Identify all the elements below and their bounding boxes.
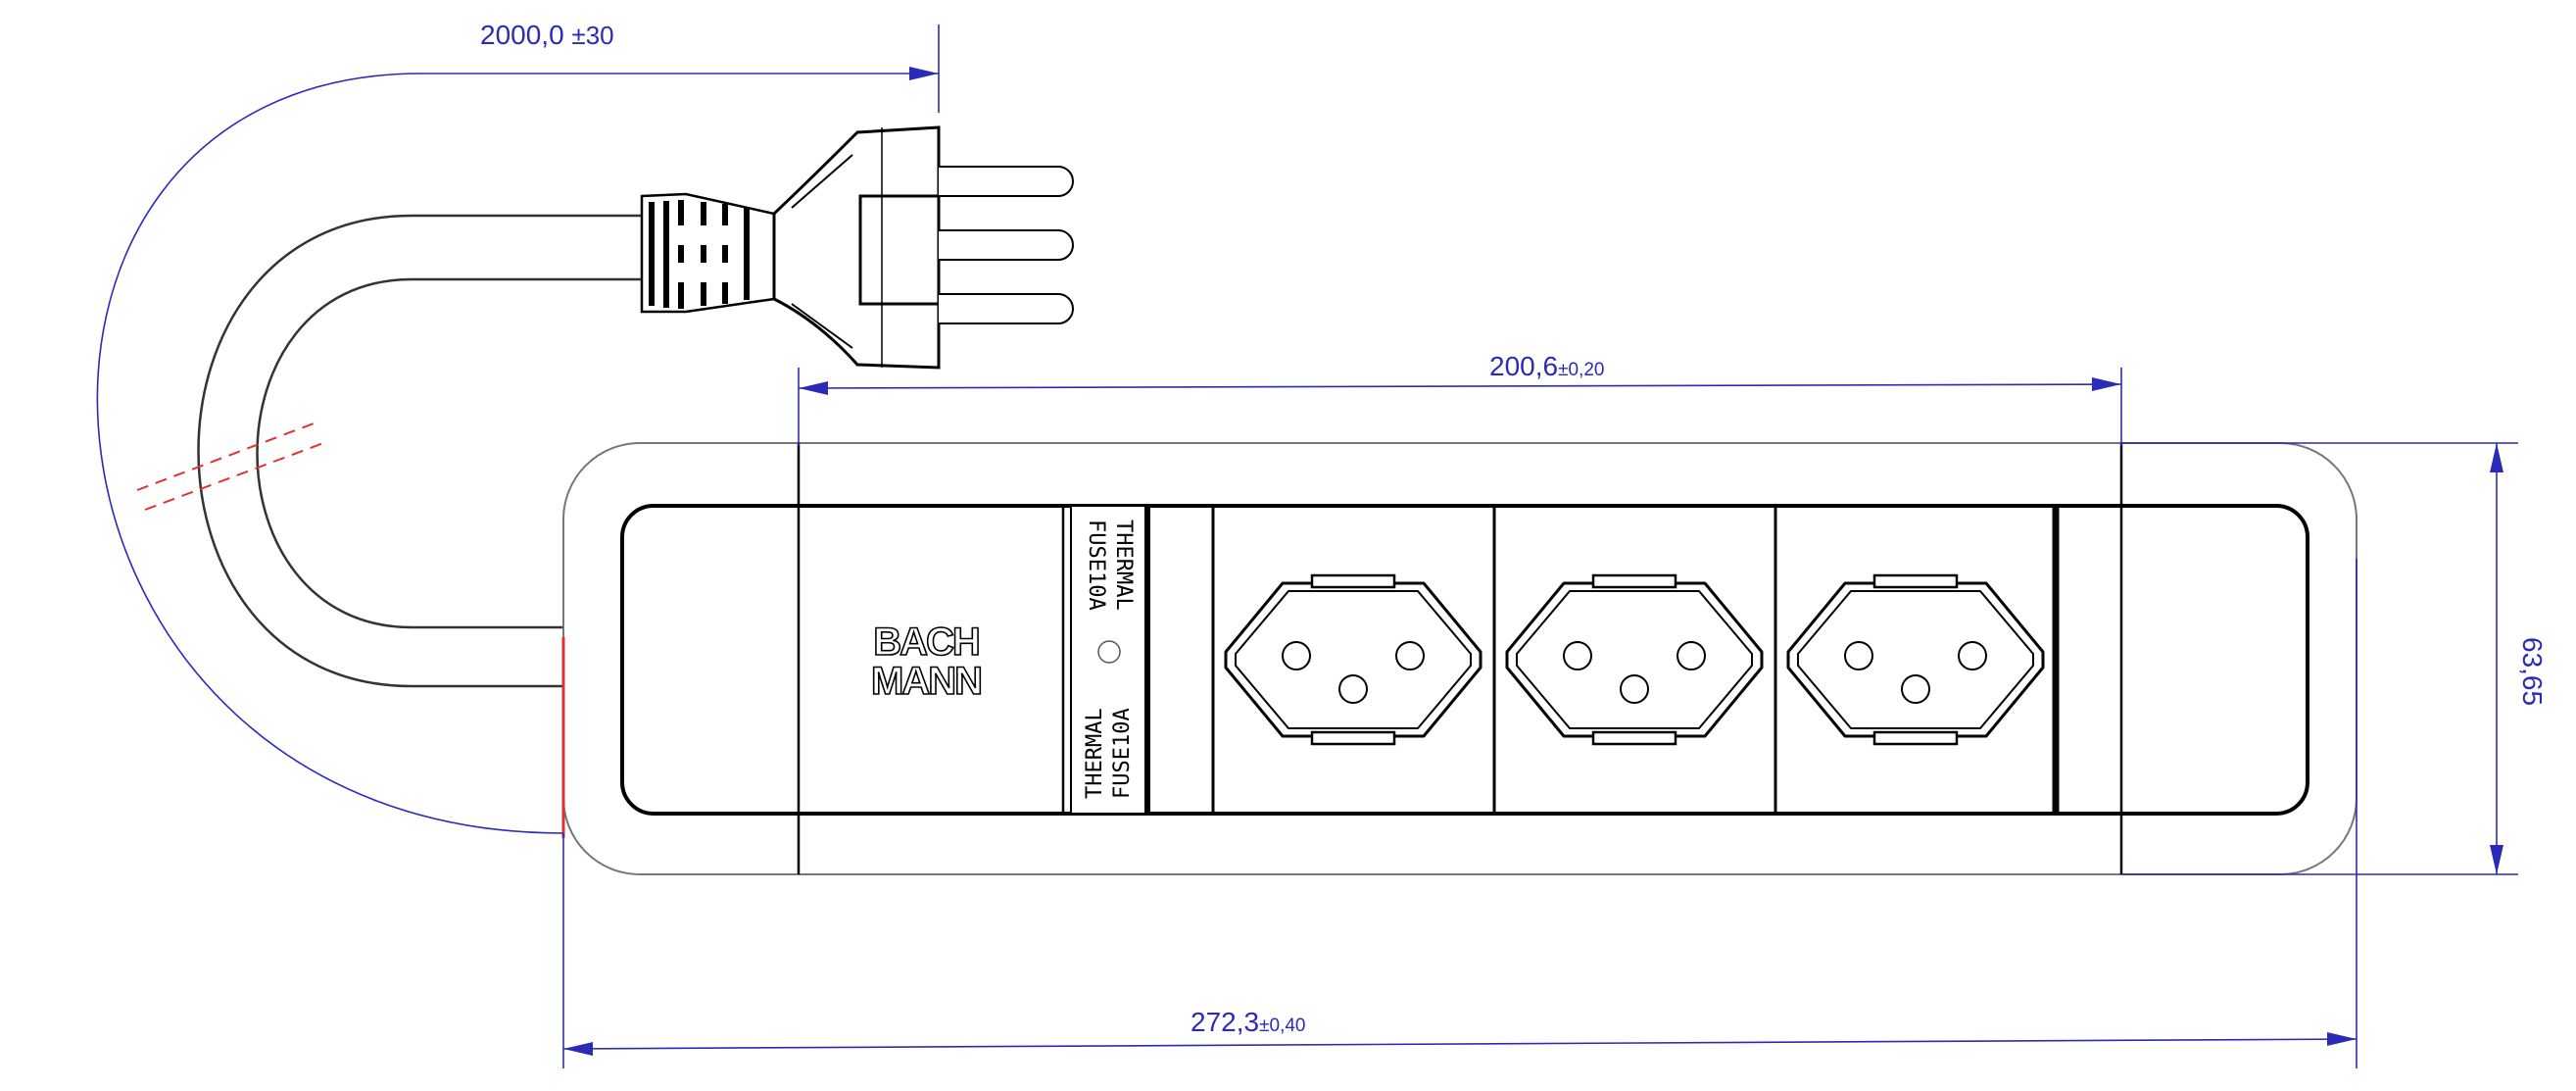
power-cable: [197, 214, 642, 688]
socket-2: [1505, 573, 1764, 746]
dim-height: 63,65: [2517, 637, 2548, 706]
plug-front-block: [858, 194, 941, 306]
socket-hole-1: [1844, 641, 1873, 670]
socket-tab-bottom: [1872, 730, 1959, 746]
dim-total-length-tolerance: ±0,40: [1259, 1016, 1305, 1036]
socket-tab-bottom: [1310, 730, 1396, 746]
dim-height-value: 63,65: [2517, 637, 2548, 706]
dim-cable-length-tolerance: ±30: [571, 21, 613, 50]
socket-3: [1786, 573, 2045, 746]
socket-hole-3: [1620, 674, 1649, 704]
fuse-reset-icon: [1097, 640, 1121, 664]
fuse-label-top: THERMAL: [1111, 520, 1136, 611]
socket-hole-2: [1395, 641, 1425, 670]
fuse-module: THERMAL FUSE10A FUSE10A THERMAL: [1070, 505, 1150, 815]
fuse-label-top-2: FUSE10A: [1084, 520, 1108, 611]
fuse-label-bottom: FUSE10A: [1110, 708, 1135, 799]
brand-logo: BACH MANN: [870, 620, 984, 704]
socket-separators: [1211, 506, 1777, 814]
dimension-lines: [96, 25, 2518, 1068]
socket-1: [1224, 573, 1482, 746]
plug-grip-ribs: [649, 200, 750, 309]
socket-tab-top: [1310, 573, 1396, 589]
socket-hole-2: [1677, 641, 1706, 670]
dim-module-width: 200,6±0,20: [1489, 351, 1605, 381]
socket-hole-1: [1282, 641, 1311, 670]
socket-tab-top: [1872, 573, 1959, 589]
socket-hole-3: [1901, 674, 1930, 704]
socket-tab-bottom: [1591, 730, 1677, 746]
dim-module-width-tolerance: ±0,20: [1558, 360, 1604, 380]
socket-recess-inner: [1235, 590, 1472, 729]
socket-hole-2: [1958, 641, 1987, 670]
dim-cable-length-value: 2000,0: [480, 20, 564, 50]
socket-group: [1224, 573, 2045, 746]
socket-recess-inner: [1797, 590, 2034, 729]
plug-strain-relief: [640, 192, 776, 314]
socket-hole-3: [1338, 674, 1368, 704]
dim-total-length-value: 272,3: [1191, 1007, 1259, 1037]
socket-tab-top: [1591, 573, 1677, 589]
socket-recess-inner: [1516, 590, 1753, 729]
dim-module-width-value: 200,6: [1489, 351, 1558, 381]
dim-cable-length: 2000,0 ±30: [480, 20, 614, 50]
brand-logo-line1: BACH: [873, 620, 979, 664]
socket-hole-1: [1563, 641, 1592, 670]
plug-pins: [939, 166, 1074, 324]
dim-total-length: 272,3±0,40: [1191, 1007, 1306, 1037]
cable-break-marks: [136, 422, 324, 511]
power-strip: BACH MANN THERMAL FUSE10A FUSE10A THERMA…: [561, 442, 2357, 875]
brand-logo-line2: MANN: [871, 660, 981, 703]
fuse-label-bottom-2: THERMAL: [1083, 708, 1107, 799]
plug: [640, 125, 1074, 370]
